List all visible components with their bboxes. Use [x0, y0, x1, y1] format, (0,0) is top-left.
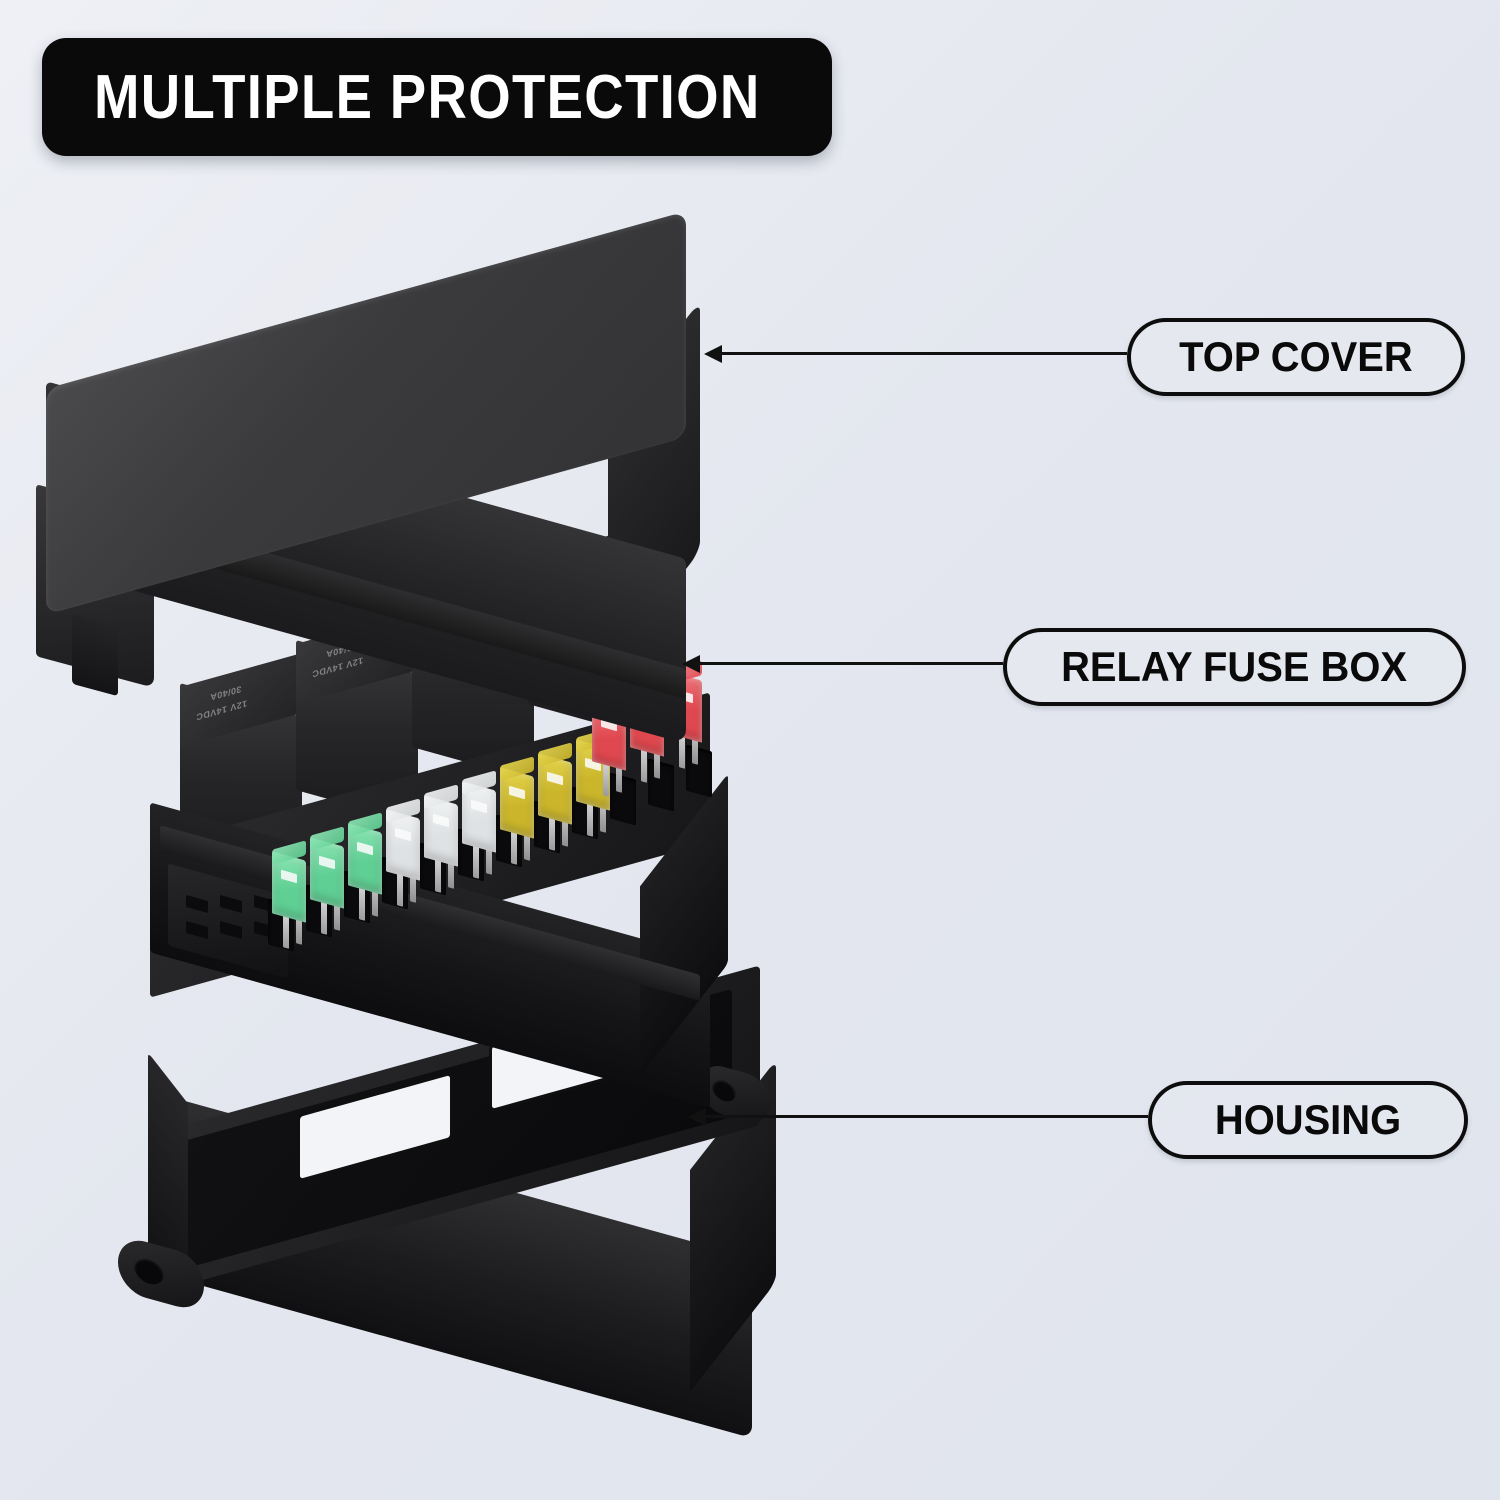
blade-fuse-6-clear — [462, 770, 496, 879]
blade-fuse-8-yellow — [538, 742, 572, 851]
page-title: MULTIPLE PROTECTION — [94, 62, 761, 132]
arrowhead-icon-top-cover — [704, 345, 722, 363]
leader-line-relay-fuse-box — [700, 662, 1003, 665]
relay-marking-voltage-1: 12V 14VDC — [196, 698, 248, 723]
callout-pill-top-cover: TOP COVER — [1127, 318, 1465, 396]
callout-pill-relay-fuse-box: RELAY FUSE BOX — [1003, 628, 1466, 706]
blade-fuse-5-clear — [424, 784, 458, 893]
housing-screw-hole-left — [134, 1253, 164, 1288]
arrowhead-icon-relay-fuse-box — [682, 655, 700, 673]
fuse-slot-10 — [610, 772, 636, 826]
fuse-slot-12 — [686, 744, 712, 798]
blade-fuse-7-yellow — [500, 756, 534, 865]
callout-label-housing: HOUSING — [1214, 1096, 1402, 1143]
callout-label-top-cover: TOP COVER — [1179, 333, 1413, 380]
housing-screw-hole-right — [712, 1075, 736, 1105]
header-badge: MULTIPLE PROTECTION — [42, 38, 832, 156]
blade-fuse-3-green — [348, 812, 382, 921]
blade-fuse-2-green — [310, 826, 344, 935]
fuse-slot-11 — [648, 758, 674, 812]
blade-fuse-1-green — [272, 840, 306, 949]
leader-line-top-cover — [722, 352, 1127, 355]
leader-line-housing — [706, 1115, 1148, 1118]
relay-marking-current-1: 30/40A — [210, 683, 242, 703]
relay-marking-voltage-2: 12V 14VDC — [312, 655, 364, 680]
blade-fuse-4-clear — [386, 798, 420, 907]
arrowhead-icon-housing — [688, 1108, 706, 1126]
top-cover-clip-foot — [72, 613, 118, 697]
callout-pill-housing: HOUSING — [1148, 1081, 1468, 1159]
callout-label-relay-fuse-box: RELAY FUSE BOX — [1061, 643, 1408, 690]
